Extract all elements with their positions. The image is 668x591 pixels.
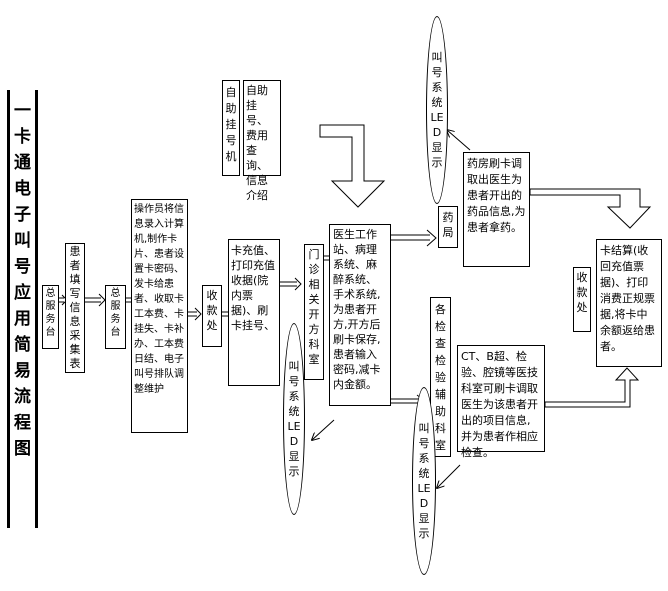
node-yisheng-gongzuozhan: 医生工作站、病理系统、麻醉系统、手术系统,为患者开方,开方后刷卡保存,患者输入密…	[329, 224, 391, 406]
node-kajiesuan: 卡结算(收回充值票据)、打印消费正规票据,将卡中余额返给患者。	[596, 239, 662, 367]
node-shoukuanchu-1: 收款处	[202, 285, 222, 347]
led-display-middle: 叫号系统LED显示	[283, 323, 305, 515]
node-zongfuwutai-2: 总服务台	[105, 285, 126, 349]
node-menzhen-keshi: 门诊相关开方科室	[304, 244, 324, 380]
node-yaoju: 药局	[438, 206, 458, 248]
node-ct-desc: CT、B超、检验、腔镜等医技科室可刷卡调取医生为该患者开出的项目信息,并为患者作…	[457, 345, 545, 459]
arrow-pharmacy-to-led-top	[447, 130, 471, 151]
arrow-doctor-to-led-middle	[312, 419, 335, 440]
arrow-exam-to-led-bottom	[437, 464, 461, 488]
arrow-operator-to-cashier	[188, 307, 202, 321]
node-zizhu-guahao-desc: 自助挂号、费用查询、信息介绍	[243, 80, 281, 202]
node-caozuoyuan: 操作员将信息录入计算机,制作卡片、患者设置卡密码、发卡给患者、收取卡工本费、卡挂…	[131, 199, 188, 433]
node-huanzhe-tianxie: 患者填写信息采集表	[65, 243, 85, 373]
led-display-top: 叫号系统LED显示	[426, 16, 448, 204]
node-shoukuanchu-2: 收款处	[573, 267, 591, 332]
node-kachongzhi: 卡充值、打印充值收据(院内票据)、刷卡挂号、	[228, 239, 280, 386]
node-yaofang: 药房刷卡调取出医生为患者开出的药品信息,为患者拿药。	[463, 152, 530, 267]
node-zizhu-guahaoji: 自助挂号机	[222, 80, 240, 176]
arrow-form-to-desk	[85, 293, 106, 307]
arrow-recharge-to-clinic	[280, 277, 302, 291]
node-jiancha-keshi: 各检查检验辅助科室	[430, 297, 451, 457]
arrow-pharmacy-to-settlement	[529, 188, 652, 229]
node-zongfuwutai-1: 总服务台	[42, 285, 59, 349]
arrow-desk-to-operator	[126, 297, 131, 303]
arrow-doctor-to-pharmacy	[390, 229, 437, 247]
arrow-exam-to-settlement	[544, 367, 640, 408]
arrow-selfservice-down	[319, 124, 386, 208]
arrow-clinic-to-doctor	[324, 255, 329, 261]
led-display-bottom: 叫号系统LED显示	[412, 387, 436, 575]
page-title: 一卡通电子叫号应用简易流程图	[7, 90, 38, 528]
arrow-cashier-to-recharge	[222, 311, 228, 317]
